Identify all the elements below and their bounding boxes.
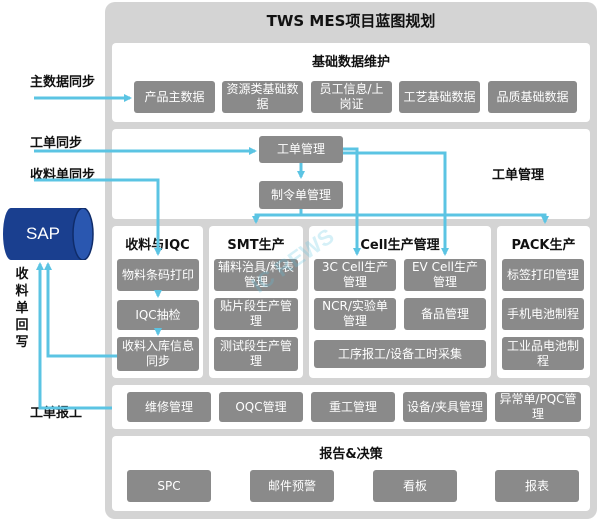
smt-test-box: 测试段生产管理 (214, 337, 298, 371)
label-print-box: 标签打印管理 (502, 259, 584, 291)
pack-title: PACK生产 (511, 238, 576, 253)
report-box: 报表 (495, 470, 579, 502)
smt-title: SMT生产 (227, 238, 285, 253)
auxiliary-fixture-box: 辅料治具/料表管理 (214, 259, 298, 291)
rework-management-box: 重工管理 (311, 392, 395, 422)
equipment-fixture-box: 设备/夹具管理 (403, 392, 487, 422)
exception-pqc-box: 异常单/PQC管理 (495, 392, 581, 422)
smt-placement-box: 贴片段生产管理 (214, 298, 298, 330)
repair-management-box: 维修管理 (127, 392, 211, 422)
quality-basic-data-box: 品质基础数据 (488, 81, 577, 113)
dispatch-management-box: 制令单管理 (259, 181, 343, 209)
cell-3c-box: 3C Cell生产管理 (314, 259, 396, 291)
oqc-management-box: OQC管理 (219, 392, 303, 422)
sap-database-icon (3, 208, 94, 260)
process-report-box: 工序报工/设备工时采集 (314, 340, 486, 368)
spare-parts-box: 备品管理 (404, 298, 486, 330)
spc-box: SPC (127, 470, 211, 502)
master-sync-label: 主数据同步 (30, 75, 96, 90)
product-master-data-box: 产品主数据 (134, 81, 215, 113)
receipt-sync-box: 收料入库信息同步 (117, 337, 199, 371)
basic-data-title: 基础数据维护 (311, 55, 390, 70)
reports-title: 报告&决策 (319, 447, 383, 462)
work-order-title: 工单管理 (492, 168, 545, 183)
diagram-title: TWS MES项目蓝图规划 (266, 12, 436, 30)
dashboard-box: 看板 (373, 470, 457, 502)
industrial-battery-box: 工业品电池制程 (502, 337, 584, 370)
work-order-panel (112, 129, 590, 219)
order-sync-label: 工单同步 (30, 136, 83, 151)
material-barcode-print-box: 物料条码打印 (117, 259, 199, 291)
resource-basic-data-box: 资源类基础数据 (222, 81, 303, 113)
cell-title: Cell生产管理 (360, 238, 440, 253)
iqc-sampling-box: IQC抽检 (117, 300, 199, 330)
order-report-label: 工单报工 (30, 406, 83, 421)
sap-label: SAP (25, 224, 61, 243)
phone-battery-box: 手机电池制程 (502, 298, 584, 330)
receipt-return-label: 收料单回写 (15, 267, 29, 350)
employee-info-box: 员工信息/上岗证 (311, 81, 392, 113)
email-alert-box: 邮件预警 (250, 470, 334, 502)
cell-ev-box: EV Cell生产管理 (404, 259, 486, 291)
process-basic-data-box: 工艺基础数据 (399, 81, 480, 113)
order-management-box: 工单管理 (259, 136, 343, 163)
ncr-experiment-box: NCR/实验单管理 (314, 298, 396, 330)
